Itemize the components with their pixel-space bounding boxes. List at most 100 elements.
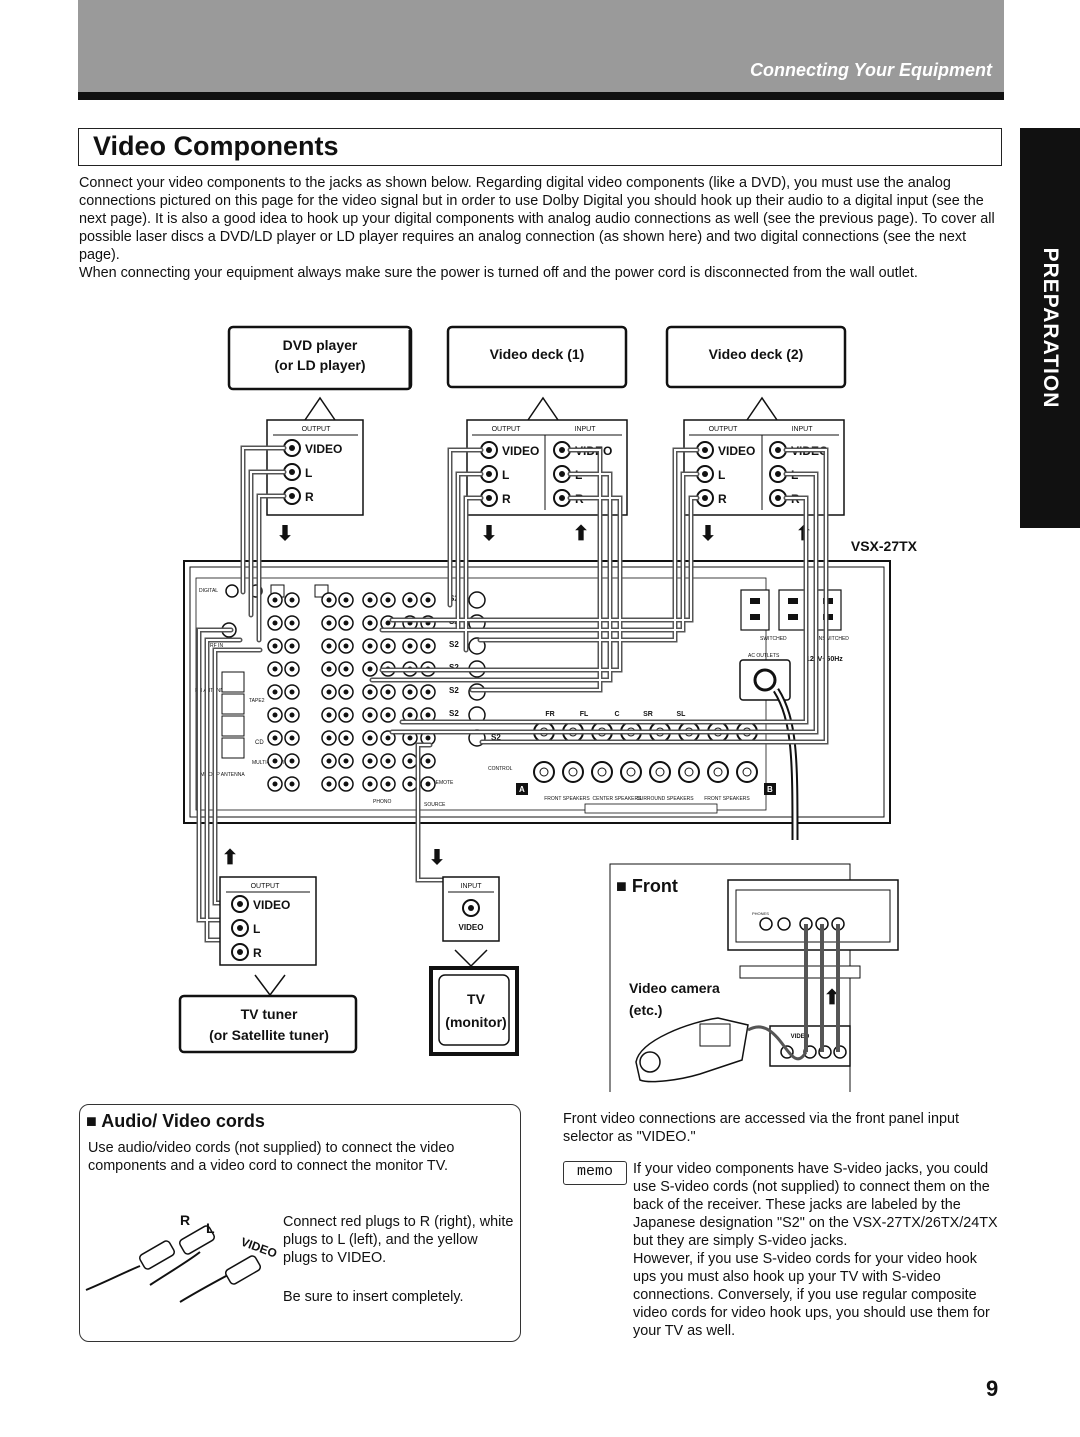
svg-text:FR: FR <box>545 711 554 718</box>
memo-paragraph-2: However, if you use S-video cords for yo… <box>633 1251 990 1339</box>
svg-text:PHONES: PHONES <box>752 911 769 916</box>
rear-jack-pin <box>425 597 431 603</box>
header-band <box>78 0 1004 92</box>
speaker-terminal <box>707 761 729 783</box>
av-cords-illustration: R L VIDEO <box>85 1212 279 1303</box>
rear-jack-pin <box>385 758 391 764</box>
intro-paragraph-2: When connecting your equipment always ma… <box>79 265 918 281</box>
tv-tuner-box: TV tuner (or Satellite tuner) <box>178 994 358 1054</box>
rear-jack-pin <box>326 620 332 626</box>
camera-label: Video camera (etc.) <box>629 977 720 1021</box>
svg-text:PHONO: PHONO <box>373 799 391 805</box>
section-title: Connecting Your Equipment <box>750 60 992 80</box>
svg-text:INPUT: INPUT <box>461 883 483 890</box>
speaker-terminal-inner <box>655 767 665 777</box>
rear-jack-pin <box>343 597 349 603</box>
tv-tuner-jack-panel: OUTPUT VIDEO L R <box>219 876 317 966</box>
speaker-terminal <box>620 761 642 783</box>
rear-jack-pin <box>425 735 431 741</box>
svg-text:SWITCHED: SWITCHED <box>760 636 787 642</box>
rear-jack-pin <box>425 758 431 764</box>
svg-text:L: L <box>206 1220 215 1236</box>
deck1-output-label: OUTPUT <box>492 426 522 433</box>
cords-note-2: Be sure to insert completely. <box>283 1289 464 1305</box>
svg-text:TV: TV <box>467 991 486 1007</box>
dvd-video-label: VIDEO <box>305 442 342 456</box>
deck2-input-label: INPUT <box>792 426 814 433</box>
tv-monitor: TV (monitor) <box>429 966 519 1056</box>
svg-text:S2: S2 <box>449 594 459 603</box>
dvd-label-1: DVD player <box>283 337 358 353</box>
dvd-output-label: OUTPUT <box>302 426 332 433</box>
speaker-terminal <box>649 761 671 783</box>
svg-text:REMOTE: REMOTE <box>432 780 454 786</box>
speaker-terminal <box>736 761 758 783</box>
svg-text:CENTER SPEAKERS: CENTER SPEAKERS <box>593 796 643 802</box>
svg-text:(monitor): (monitor) <box>445 1014 506 1030</box>
rear-jack-pin <box>272 712 278 718</box>
rear-jack-pin <box>407 597 413 603</box>
svg-text:FRONT SPEAKERS: FRONT SPEAKERS <box>544 796 590 802</box>
svg-text:VIDEO: VIDEO <box>459 923 484 932</box>
svg-text:⬆: ⬆ <box>573 523 590 545</box>
page-number: 9 <box>986 1376 999 1401</box>
rear-jack-pin <box>367 735 373 741</box>
speaker-terminal <box>591 761 613 783</box>
rear-jack-pin <box>272 620 278 626</box>
svg-text:⬇: ⬇ <box>700 523 717 545</box>
deck1-label: Video deck (1) <box>490 346 585 362</box>
rear-jack-pin <box>326 689 332 695</box>
rear-jack-pin <box>289 620 295 626</box>
rear-jack-pin <box>326 735 332 741</box>
rear-jack-pin <box>407 735 413 741</box>
rear-jack-pin <box>272 666 278 672</box>
deck1-jack-panel: OUTPUT INPUT VIDEO L R VIDEO L R <box>466 419 628 516</box>
rear-jack-pin <box>385 689 391 695</box>
front-heading-text: Front <box>631 876 678 896</box>
svg-text:SURROUND SPEAKERS: SURROUND SPEAKERS <box>636 796 694 802</box>
header-rule <box>78 92 1004 100</box>
rear-jack-pin <box>289 735 295 741</box>
svg-text:VIDEO: VIDEO <box>253 898 290 912</box>
rear-jack-pin <box>326 643 332 649</box>
memo-badge: memo <box>563 1161 627 1185</box>
video-deck-2-box: Video deck (2) <box>665 325 847 389</box>
rear-jack-pin <box>407 758 413 764</box>
svg-text:⬇: ⬇ <box>277 523 294 545</box>
deck2-jack-panel: OUTPUT INPUT VIDEO L R VIDEO L R <box>683 419 845 516</box>
rear-jack-pin <box>385 620 391 626</box>
svg-text:L: L <box>253 922 260 936</box>
intro-paragraph-1: Connect your video components to the jac… <box>79 175 995 263</box>
deck2-output-label: OUTPUT <box>709 426 739 433</box>
svg-text:FRONT SPEAKERS: FRONT SPEAKERS <box>704 796 750 802</box>
cords-heading: ■ Audio/ Video cords <box>86 1111 265 1131</box>
cords-note: Connect red plugs to R (right), white pl… <box>283 1214 514 1266</box>
rear-jack-pin <box>407 781 413 787</box>
svg-text:AC OUTLETS: AC OUTLETS <box>748 653 780 659</box>
rear-jack-pin <box>343 643 349 649</box>
rear-jack-pin <box>289 781 295 787</box>
deck1-input-label: INPUT <box>575 426 597 433</box>
front-panel-illustration: PHONES VIDEO <box>609 863 899 1092</box>
rear-jack-pin <box>343 712 349 718</box>
rear-jack-pin <box>385 712 391 718</box>
svg-text:CONTROL: CONTROL <box>488 766 513 772</box>
rear-jack-pin <box>367 666 373 672</box>
svg-text:A: A <box>519 785 525 794</box>
speaker-terminal-inner <box>713 767 723 777</box>
rear-jack-pin <box>289 758 295 764</box>
speaker-terminal <box>533 761 555 783</box>
page-title: Video Components <box>93 131 339 161</box>
rear-jack-pin <box>407 643 413 649</box>
speaker-terminal <box>678 761 700 783</box>
deck2-r-out: R <box>718 492 727 506</box>
rear-jack-pin <box>367 597 373 603</box>
camera-label-1: Video camera <box>629 980 720 996</box>
memo-text: If your video components have S-video ja… <box>633 1160 1003 1340</box>
rear-jack-pin <box>407 689 413 695</box>
rear-jack-pin <box>425 712 431 718</box>
cords-box <box>79 1104 521 1342</box>
rear-jack-pin <box>289 689 295 695</box>
svg-text:S2: S2 <box>449 640 459 649</box>
